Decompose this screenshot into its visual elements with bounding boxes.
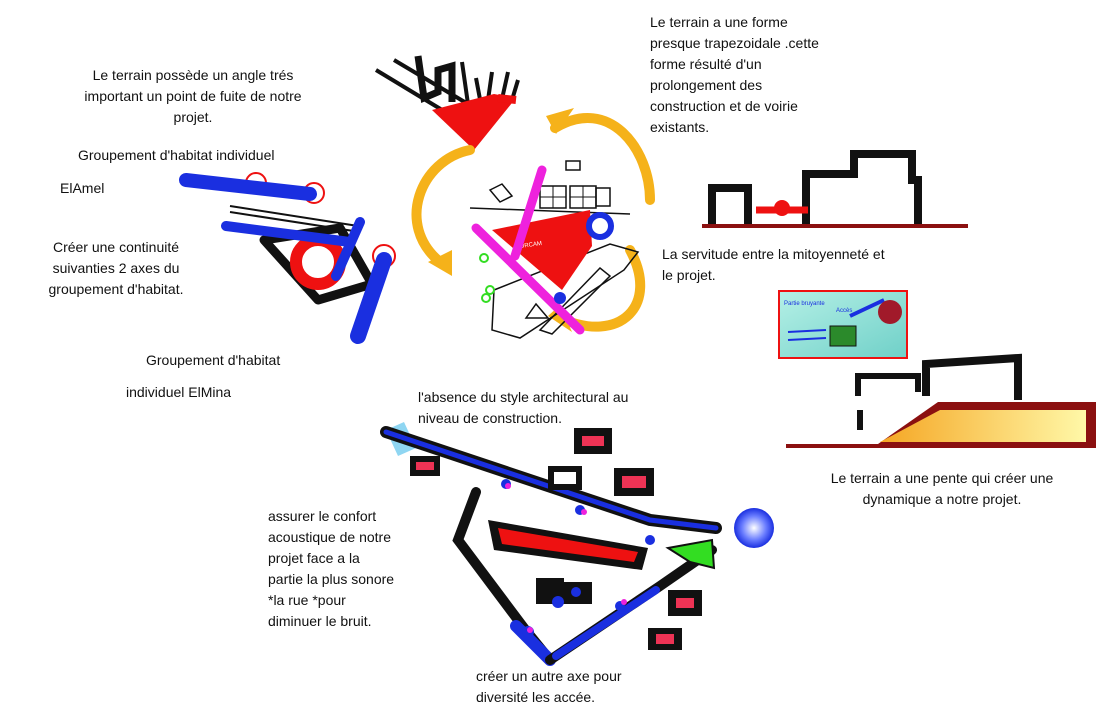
svg-text:Accès: Accès xyxy=(836,308,852,314)
svg-text:ORCAM: ORCAM xyxy=(519,241,542,250)
note-elmina-name: individuel ElMina xyxy=(126,384,232,400)
slope-section xyxy=(786,353,1096,448)
note-elmina-title: Groupement d'habitat xyxy=(146,352,281,368)
note-angle: Le terrain possède un angle trés importa… xyxy=(84,67,302,125)
note-elamel-title: Groupement d'habitat individuel xyxy=(78,147,275,163)
angle-sketch xyxy=(374,55,520,150)
mitoyennete-section xyxy=(702,150,968,228)
note-trapezoid: Le terrain a une forme presque trapezoid… xyxy=(650,14,819,135)
note-axis: créer un autre axe pour diversité les ac… xyxy=(476,668,622,705)
master-plan xyxy=(380,422,774,666)
svg-text:Partie bruyante: Partie bruyante xyxy=(784,301,825,307)
note-servitude: La servitude entre la mitoyenneté et le … xyxy=(662,246,885,283)
habitat-axes-sketch xyxy=(179,172,396,344)
note-absence: l'absence du style architectural au nive… xyxy=(418,389,629,426)
note-elamel-name: ElAmel xyxy=(60,180,105,196)
note-acoustic: assurer le confort acoustique de notre p… xyxy=(268,508,395,629)
legend-thumbnail: Partie bruyante Accès xyxy=(778,290,908,359)
note-continuity: Créer une continuité suivanties 2 axes d… xyxy=(48,239,184,297)
note-slope: Le terrain a une pente qui créer une dyn… xyxy=(830,470,1054,507)
central-site-sketch: ORCAM xyxy=(411,108,655,339)
